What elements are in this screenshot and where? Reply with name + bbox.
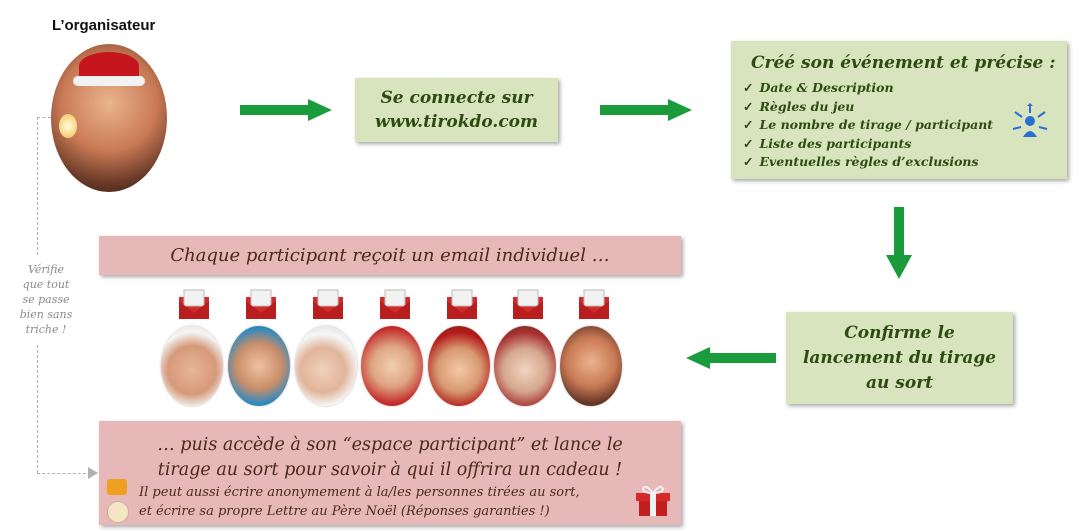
step-create-box: Créé son événement et précise : Date & D… [731,41,1067,179]
envelope-icon [246,289,276,319]
envelope-icon [380,289,410,319]
email-banner: Chaque participant reçoit un email indiv… [99,236,681,275]
envelope-icon [513,289,543,319]
envelope-icon [579,289,609,319]
participant-space-note: Il peut aussi écrire anonymement à la/le… [139,485,580,519]
participant-avatar [161,326,223,406]
organizer-avatar [51,44,167,192]
dashed-line-top [37,117,51,118]
dashed-line-vertical-top [37,117,38,255]
participant-avatar [361,326,423,406]
participant-avatar [428,326,490,406]
participant-space-box: … puis accède à son “espace participant”… [99,421,681,525]
list-item: Liste des participants [743,135,993,154]
participant-avatar [295,326,357,406]
people-network-icon [1012,103,1048,137]
arrow-down-icon [886,207,912,279]
participant-space-text: … puis accède à son “espace participant”… [157,435,623,480]
dashed-line-bottom [37,473,91,474]
participant-avatar [494,326,556,406]
arrow-right-icon [240,99,332,121]
envelope-icon [179,289,209,319]
list-item: Eventuelles règles d’exclusions [743,153,993,172]
envelope-icon [313,289,343,319]
step-create-list: Date & Description Règles du jeu Le nomb… [743,79,993,172]
side-note: Vérifie que tout se passe bien sans tric… [19,263,73,336]
list-item: Règles du jeu [743,98,993,117]
chat-icon [107,479,127,495]
arrow-right-icon [600,99,692,121]
organizer-title: L’organisateur [52,17,156,34]
dashed-arrow-head-icon [88,467,98,479]
gift-icon [636,485,670,516]
arrow-left-icon [686,347,776,369]
step-confirm-box: Confirme le lancement du tirage au sort [786,312,1013,404]
participant-avatar [560,326,622,406]
envelope-icon [447,289,477,319]
dashed-line-vertical-bottom [37,345,38,473]
letter-icon [107,501,129,523]
list-item: Le nombre de tirage / participant [743,116,993,135]
list-item: Date & Description [743,79,993,98]
step-connect-box: Se connecte sur www.tirokdo.com [355,78,558,142]
participant-avatar [228,326,290,406]
step-create-heading: Créé son événement et précise : [751,53,1056,73]
